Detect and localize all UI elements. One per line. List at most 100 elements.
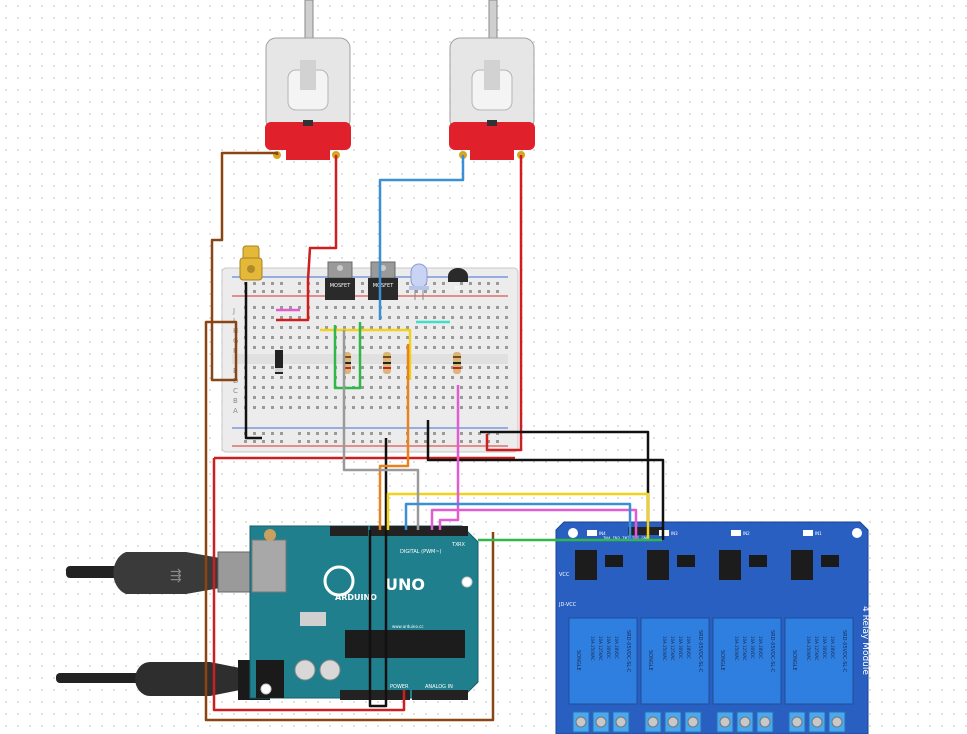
wire-pink bbox=[276, 308, 638, 540]
dc-motor-1 bbox=[265, 0, 351, 160]
digital-label: DIGITAL (PWM~) bbox=[400, 549, 442, 555]
relay-rating: 10A 28VDC bbox=[686, 636, 691, 659]
wire-black-4 bbox=[426, 420, 665, 540]
wire-pink-2 bbox=[438, 385, 460, 530]
row-label-b: B bbox=[233, 397, 238, 405]
relay-model: SRD-05VDC-SL-C bbox=[769, 630, 775, 673]
screw bbox=[615, 716, 627, 728]
wire-gray bbox=[342, 330, 420, 530]
dc-motor-2 bbox=[449, 0, 535, 160]
breadboard-holes bbox=[244, 282, 508, 443]
relay-rating: 10A 30VDC bbox=[606, 636, 611, 659]
relay-model: SRD-05VDC-SL-C bbox=[697, 630, 703, 673]
relay-led bbox=[803, 530, 813, 536]
relay-rating: 10A 30VDC bbox=[750, 636, 755, 659]
relay-led-label: IN4 bbox=[599, 531, 606, 536]
wires bbox=[204, 151, 665, 722]
relay-model: SRD-05VDC-SL-C bbox=[841, 630, 847, 673]
breadboard bbox=[221, 267, 519, 453]
transistor bbox=[677, 555, 695, 567]
temperature-sensor: BC bbox=[448, 268, 468, 292]
relay-module-title: 4 Relay Module bbox=[860, 606, 870, 675]
transistor bbox=[605, 555, 623, 567]
screw bbox=[831, 716, 843, 728]
wire-blue-2 bbox=[404, 502, 632, 540]
usb-cable: ⇶ bbox=[66, 551, 251, 594]
relay-rating: 10A 28VDC bbox=[614, 636, 619, 659]
mosfet-2-label: MOSFET bbox=[373, 283, 394, 289]
relay-block bbox=[784, 617, 854, 705]
relay-module: IN4 IN3 IN2 IN1 GND VCC JD-VCC 4 Relay M… bbox=[555, 521, 870, 734]
relay-led-label: IN2 bbox=[743, 531, 750, 536]
relay-header-labels: IN4 IN3 IN2 IN1 GND bbox=[603, 536, 649, 541]
wire-red-motor1 bbox=[276, 155, 338, 322]
wire-orange bbox=[378, 344, 410, 530]
relay-led-label: IN3 bbox=[671, 531, 678, 536]
mosfet-1-label: MOSFET bbox=[330, 283, 351, 289]
screw bbox=[667, 716, 679, 728]
analog-label: ANALOG IN bbox=[425, 684, 453, 690]
diode bbox=[275, 350, 283, 374]
screw bbox=[811, 716, 823, 728]
relay-rating: 10A 30VDC bbox=[822, 636, 827, 659]
arduino-model: UNO bbox=[385, 575, 425, 594]
wire-blue-motor2 bbox=[378, 155, 465, 320]
optocoupler bbox=[719, 550, 741, 580]
wire-red-bb bbox=[212, 456, 515, 712]
relay-brand: SONGLE bbox=[791, 650, 797, 671]
relay-rating: 10A 125VAC bbox=[742, 636, 747, 661]
wire-brown bbox=[204, 151, 495, 722]
relay-rating: 10A 250VAC bbox=[662, 636, 667, 661]
relay-rating: 10A 250VAC bbox=[590, 636, 595, 661]
relay-block bbox=[568, 617, 638, 705]
screw bbox=[759, 716, 771, 728]
relay-model: SRD-05VDC-SL-C bbox=[625, 630, 631, 673]
power-label: POWER bbox=[390, 684, 409, 690]
relay-brand: SONGLE bbox=[647, 650, 653, 671]
relay-vcc-label: VCC bbox=[559, 572, 570, 578]
screw bbox=[719, 716, 731, 728]
relay-rating: 10A 125VAC bbox=[814, 636, 819, 661]
led-white bbox=[409, 263, 429, 300]
relay-rating: 10A 125VAC bbox=[670, 636, 675, 661]
rx-label: RX bbox=[458, 542, 465, 548]
resistor-2 bbox=[383, 352, 391, 374]
relay-block bbox=[712, 617, 782, 705]
resistor-3 bbox=[453, 352, 461, 374]
relay-rating: 10A 125VAC bbox=[598, 636, 603, 661]
relay-brand: SONGLE bbox=[719, 650, 725, 671]
arduino-website: www.arduino.cc bbox=[392, 624, 424, 629]
tx-label: TX bbox=[451, 542, 459, 548]
row-label-j: J bbox=[232, 307, 235, 315]
row-label-c: C bbox=[233, 387, 238, 395]
transistor bbox=[749, 555, 767, 567]
wire-yellow bbox=[320, 328, 650, 540]
wire-red-motor2 bbox=[485, 155, 523, 452]
sensor-label: BC bbox=[455, 286, 462, 292]
row-label-a: A bbox=[233, 407, 238, 415]
wire-black-1 bbox=[244, 282, 262, 440]
relay-rating: 10A 250VAC bbox=[806, 636, 811, 661]
optocoupler bbox=[791, 550, 813, 580]
mosfet-1: MOSFET bbox=[325, 261, 355, 300]
wire-green bbox=[333, 322, 662, 542]
optocoupler bbox=[647, 550, 669, 580]
screw bbox=[739, 716, 751, 728]
mosfet-2: MOSFET bbox=[368, 261, 398, 300]
arduino-uno: ARDUINO UNO DIGITAL (PWM~) POWER ANALOG … bbox=[249, 525, 479, 700]
relay-rating: 10A 30VDC bbox=[678, 636, 683, 659]
screw bbox=[647, 716, 659, 728]
relay-led bbox=[587, 530, 597, 536]
relay-brand: SONGLE bbox=[575, 650, 581, 671]
relay-jdvcc-label: JD-VCC bbox=[558, 602, 577, 608]
screw bbox=[575, 716, 587, 728]
optocoupler bbox=[575, 550, 597, 580]
dc-power-plug bbox=[56, 660, 270, 700]
relay-rating: 10A 28VDC bbox=[830, 636, 835, 659]
transistor bbox=[821, 555, 839, 567]
dc-power-jack bbox=[239, 245, 263, 281]
relay-rating: 10A 250VAC bbox=[734, 636, 739, 661]
usb-icon: ⇶ bbox=[170, 568, 182, 584]
